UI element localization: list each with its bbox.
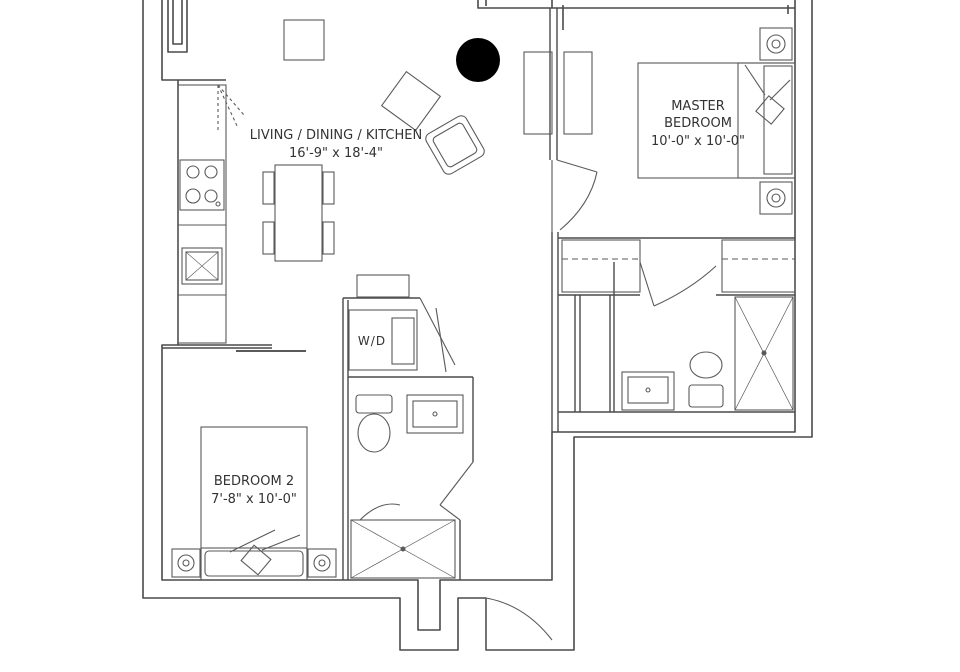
outer-walls [142,0,813,651]
cabinet-left [523,51,553,135]
living-room-size: 16'-9" x 18'-4" [289,146,383,161]
master-bedroom-name-line2: BEDROOM [664,116,732,131]
coffee-table [380,70,442,132]
nightstand-top [759,27,793,61]
bedroom2-furniture [171,426,337,581]
master-closet-left [561,239,641,293]
master-bedroom-furniture [561,27,796,293]
dining-table [274,164,323,262]
master-toilet [688,351,724,408]
interior-walls [162,8,795,580]
bedroom2-name: BEDROOM 2 [214,474,294,489]
bedroom2-size: 7'-8" x 10'-0" [211,492,297,507]
bath2-toilet [355,394,393,453]
room-labels: LIVING / DINING / KITCHEN 16'-9" x 18'-4… [211,99,745,507]
living-furniture [236,19,593,352]
washer-dryer-label: W/D [358,334,386,348]
master-shower [734,296,794,411]
master-bedroom-size: 10'-0" x 10'-0" [651,134,745,149]
master-bedroom-name-line1: MASTER [671,99,725,114]
nightstand-bottom [759,181,793,215]
bath2-vanity [406,394,464,434]
master-bath [621,296,794,411]
bedroom2-nightstand-left [171,548,201,578]
washer-dryer [348,309,418,371]
bath2-shower [350,519,456,579]
cabinet-right [563,51,593,135]
armchair [425,115,485,175]
master-vanity [621,371,675,411]
cooktop [179,159,225,211]
side-table [283,19,325,61]
living-room-name: LIVING / DINING / KITCHEN [250,128,422,143]
marker-dot [456,38,500,82]
doors [359,159,717,650]
kitchen-sink [181,247,223,285]
kitchen-counter [177,84,227,344]
bench [356,274,410,298]
master-closet-right [721,239,796,293]
kitchen [177,84,245,344]
bedroom2-nightstand-right [307,548,337,578]
laundry-bath2 [348,309,464,579]
